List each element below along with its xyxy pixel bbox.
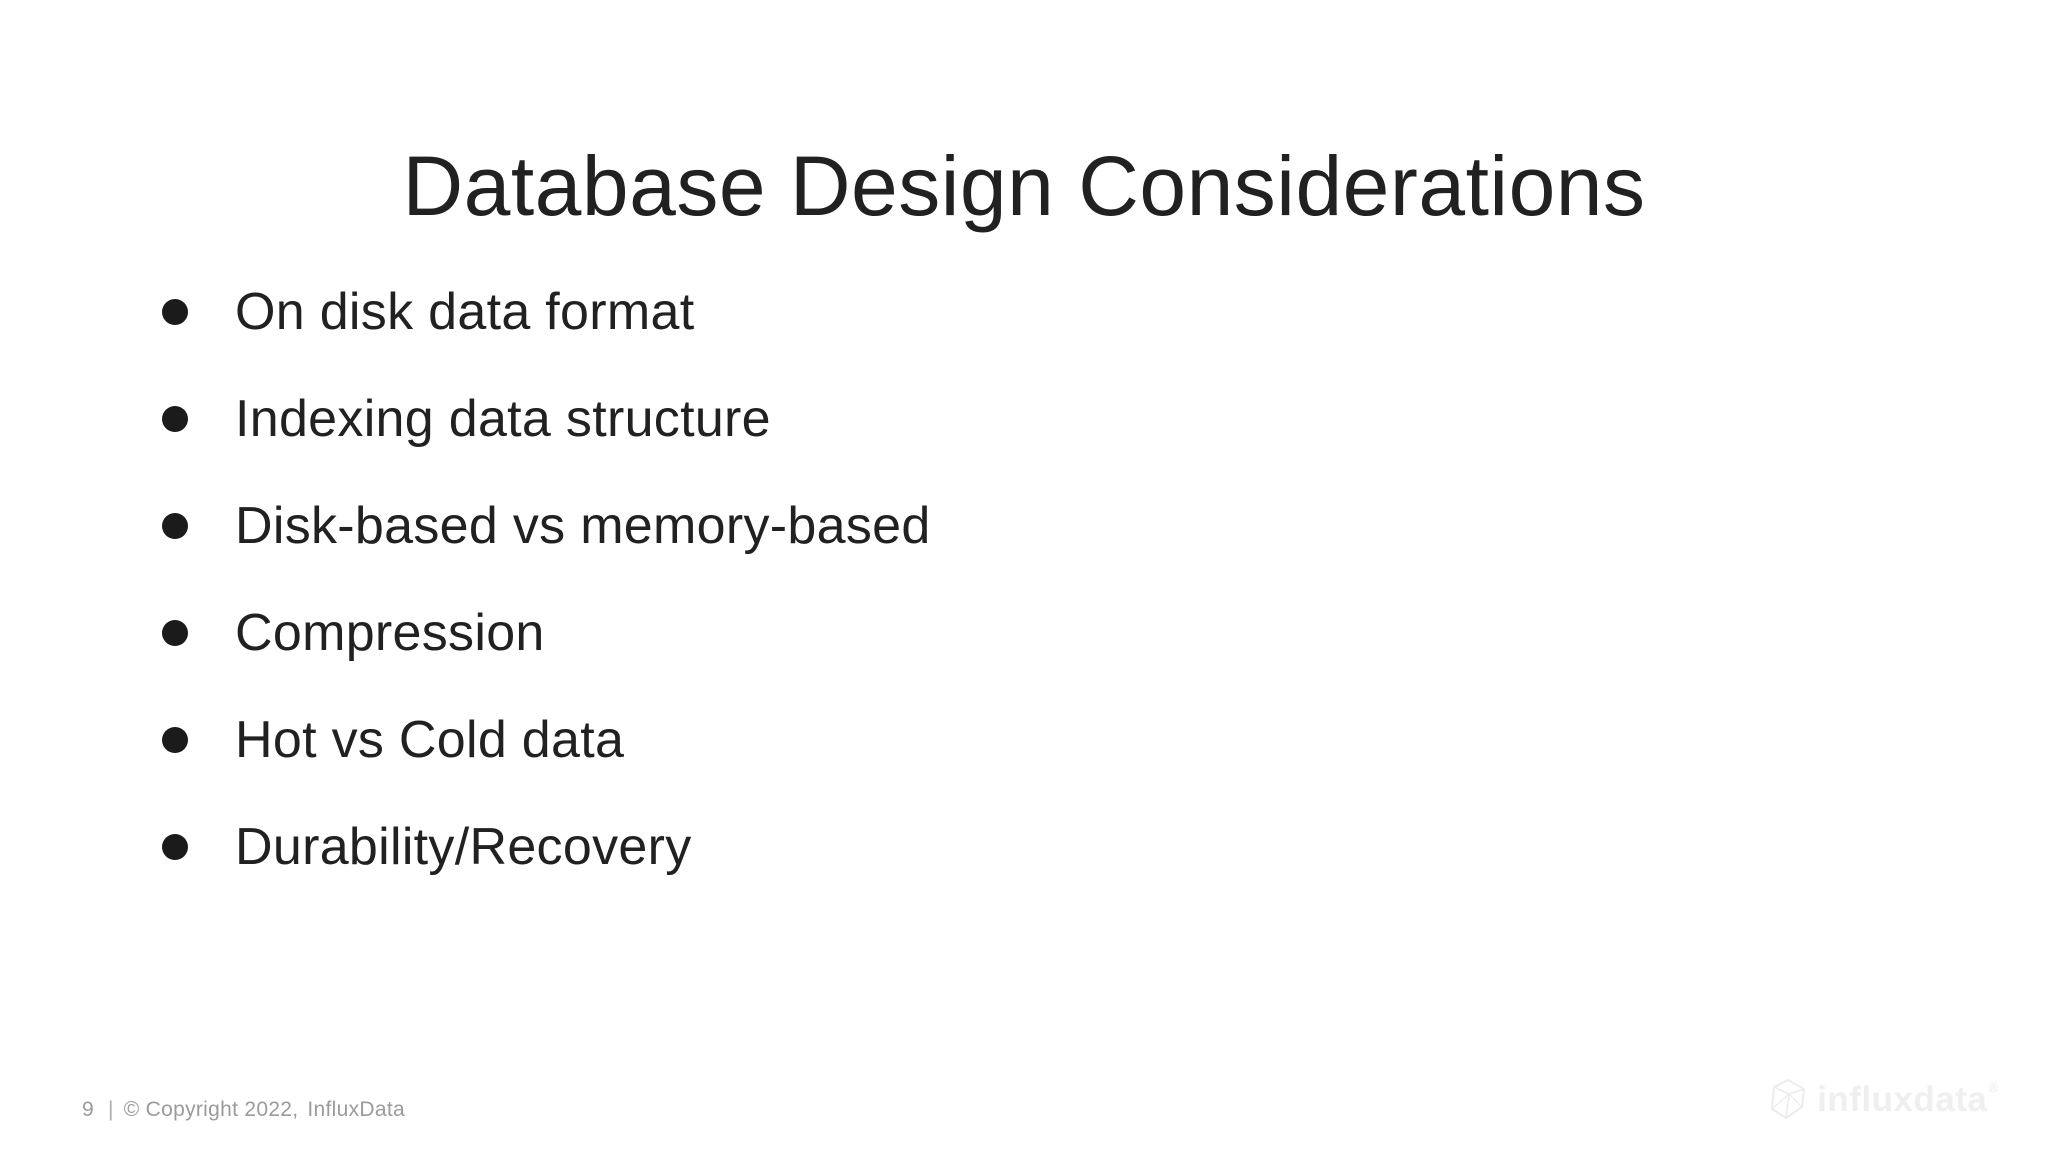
list-item-label: Durability/Recovery <box>235 817 692 876</box>
footer-separator: | <box>107 1098 114 1121</box>
list-item-label: Disk-based vs memory-based <box>235 496 931 555</box>
slide-title: Database Design Considerations <box>402 139 1646 234</box>
registered-trademark-icon: ® <box>1988 1079 1998 1095</box>
list-item-label: Compression <box>235 603 545 662</box>
bullet-icon <box>162 619 188 646</box>
slide-footer: 9 | © Copyright 2022, InfluxData <box>82 1098 405 1122</box>
page-number: 9 <box>82 1098 94 1121</box>
list-item: Indexing data structure <box>162 365 931 472</box>
bullet-icon <box>162 405 188 432</box>
list-item: Durability/Recovery <box>162 793 931 900</box>
influxdata-logo-text: influxdata <box>1817 1079 1988 1119</box>
list-item-label: On disk data format <box>235 282 695 341</box>
list-item-label: Indexing data structure <box>235 389 771 448</box>
copyright-text: © Copyright 2022, <box>123 1098 299 1121</box>
list-item-label: Hot vs Cold data <box>235 710 625 769</box>
bullet-icon <box>162 833 188 860</box>
bullet-icon <box>162 726 188 753</box>
list-item: Disk-based vs memory-based <box>162 472 931 579</box>
influxdata-logo: influxdata ® <box>1769 1078 1998 1120</box>
company-name: InfluxData <box>307 1098 405 1121</box>
list-item: On disk data format <box>162 258 931 365</box>
bullet-list: On disk data format Indexing data struct… <box>162 258 931 900</box>
bullet-icon <box>162 512 188 539</box>
list-item: Compression <box>162 579 931 686</box>
list-item: Hot vs Cold data <box>162 686 931 793</box>
bullet-icon <box>162 298 188 325</box>
influxdata-cube-icon <box>1769 1078 1817 1120</box>
